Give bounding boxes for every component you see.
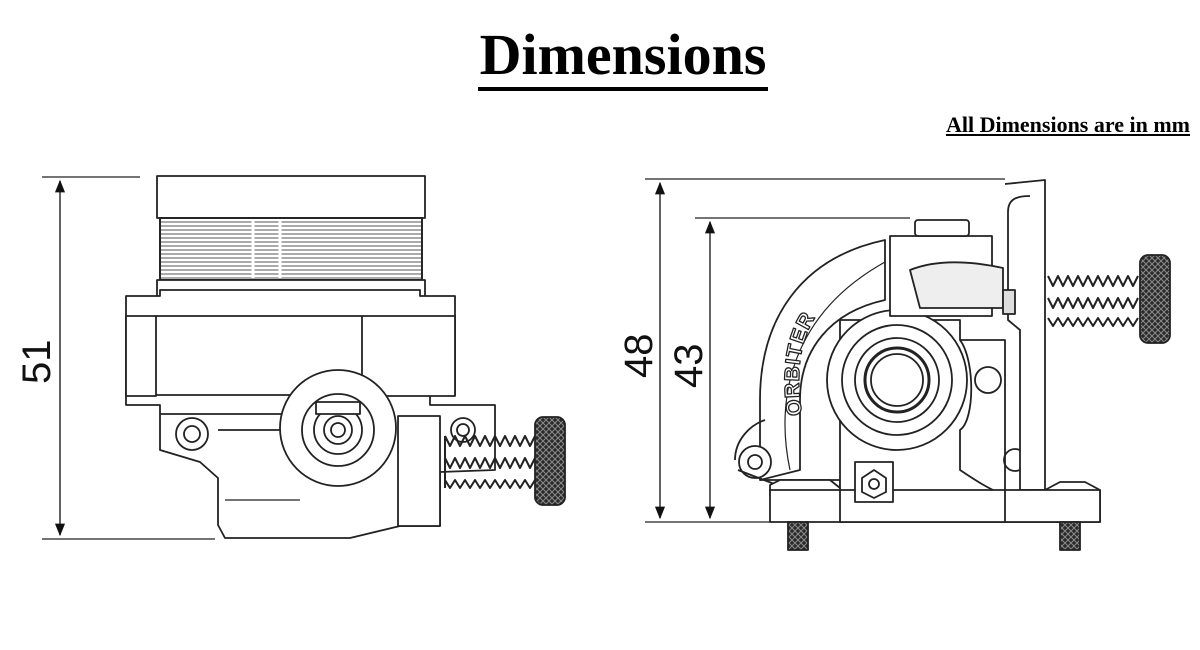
dimension-51 xyxy=(42,176,215,540)
lever-arm xyxy=(1002,179,1046,491)
top-block xyxy=(889,219,1004,317)
page-title-text: Dimensions xyxy=(477,22,769,91)
tension-spring-right xyxy=(1047,275,1139,327)
dimension-48 xyxy=(645,178,1005,523)
tension-knob xyxy=(534,416,566,506)
dim-label-48: 48 xyxy=(617,334,661,379)
tension-spring xyxy=(444,435,536,489)
mounting-screw-left xyxy=(787,521,809,551)
units-note: All Dimensions are in mm xyxy=(945,112,1190,137)
motor xyxy=(156,175,426,299)
mounting-screw-right xyxy=(1059,521,1081,551)
right-view: ORBITER xyxy=(645,178,1171,551)
base-plate xyxy=(769,461,1101,523)
page-title: Dimensions xyxy=(0,22,1200,91)
dim-label-43: 43 xyxy=(667,344,711,389)
extruder-housing xyxy=(734,239,886,520)
left-view xyxy=(42,175,566,540)
dimension-43 xyxy=(695,217,910,520)
drive-gear xyxy=(279,369,397,487)
tension-knob-right xyxy=(1139,254,1171,344)
dim-label-51: 51 xyxy=(15,340,59,385)
